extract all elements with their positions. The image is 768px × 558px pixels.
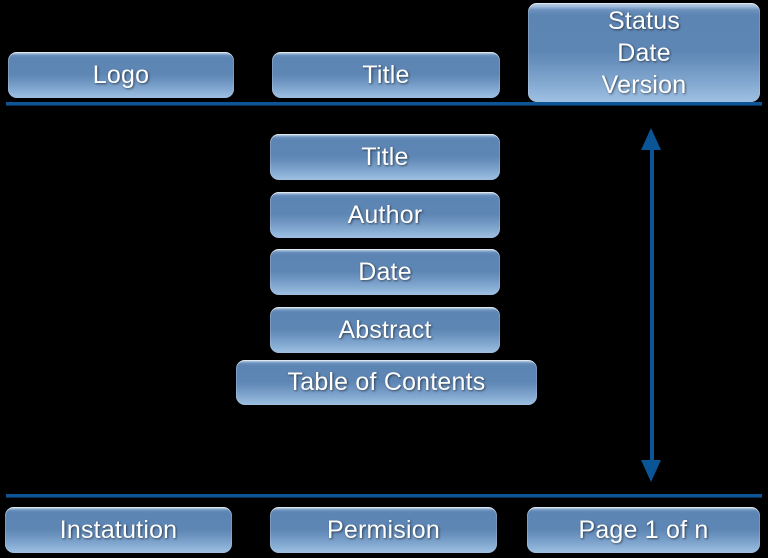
body-title-label: Title xyxy=(361,142,409,171)
body-author-box[interactable]: Author xyxy=(270,192,500,238)
body-table-of-contents-box[interactable]: Table of Contents xyxy=(236,360,537,405)
footer-institution-box[interactable]: Instatution xyxy=(5,507,232,553)
header-divider-rule xyxy=(6,102,762,105)
footer-page-label: Page 1 of n xyxy=(578,515,709,544)
header-meta-box[interactable]: Status Date Version xyxy=(528,3,760,102)
body-date-box[interactable]: Date xyxy=(270,249,500,295)
arrow-head-up-icon xyxy=(641,128,661,150)
footer-page-box[interactable]: Page 1 of n xyxy=(527,507,760,553)
footer-permission-label: Permision xyxy=(327,515,440,544)
header-title-label: Title xyxy=(362,60,410,89)
body-title-box[interactable]: Title xyxy=(270,134,500,180)
body-abstract-box[interactable]: Abstract xyxy=(270,307,500,353)
body-table-of-contents-label: Table of Contents xyxy=(287,368,486,396)
footer-institution-label: Instatution xyxy=(59,515,178,544)
header-meta-label: Status Date Version xyxy=(601,6,687,99)
arrow-shaft xyxy=(650,148,654,462)
vertical-double-arrow xyxy=(641,128,661,482)
body-date-label: Date xyxy=(358,257,412,286)
footer-divider-rule xyxy=(6,494,762,497)
body-abstract-label: Abstract xyxy=(338,315,432,344)
body-author-label: Author xyxy=(347,200,423,229)
footer-permission-box[interactable]: Permision xyxy=(270,507,497,553)
arrow-head-down-icon xyxy=(641,460,661,482)
header-logo-box[interactable]: Logo xyxy=(8,52,234,98)
header-logo-label: Logo xyxy=(92,60,150,89)
header-title-box[interactable]: Title xyxy=(272,52,500,98)
